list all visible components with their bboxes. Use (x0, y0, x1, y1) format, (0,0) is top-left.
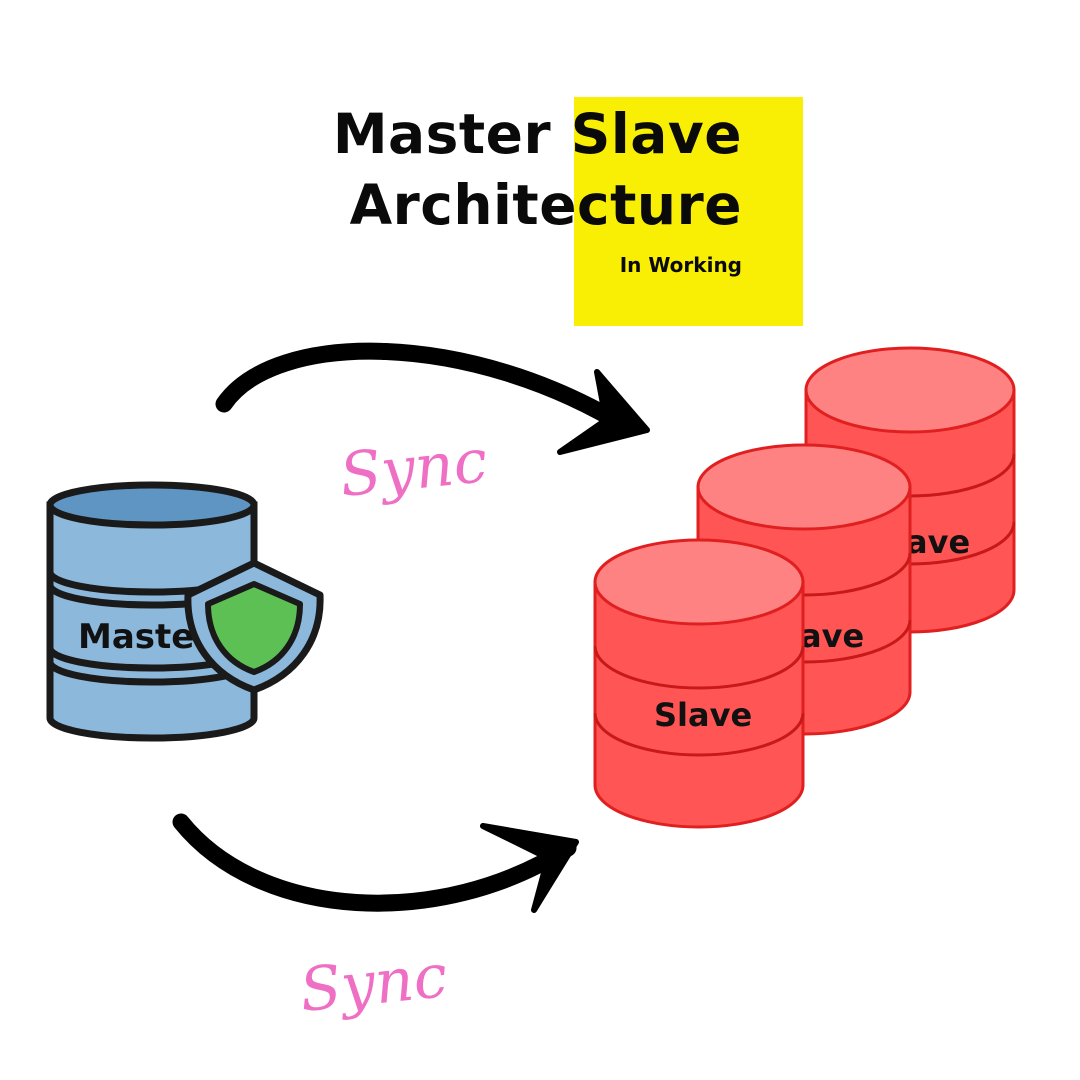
title-line-2-highlight: cture (577, 173, 742, 237)
curved-arrow-icon (172, 813, 579, 913)
title-highlight-box (574, 97, 803, 326)
sync-label-bottom: Sync (297, 941, 451, 1026)
title-line-1-highlight: Slave (570, 102, 742, 166)
slave-label-middle: ave (800, 617, 864, 655)
title-line-2-prefix: Archite (349, 173, 578, 237)
title-line-2: Architecture (350, 178, 742, 233)
slave-label-back: ave (906, 523, 970, 561)
shield-icon (184, 559, 324, 694)
slave-label-front: Slave (654, 696, 752, 734)
curved-arrow-icon (215, 342, 650, 455)
master-database-icon: Master (46, 481, 258, 742)
slave-database-icon: Slave (593, 538, 805, 829)
title-line-1: Master Slave (333, 107, 742, 162)
title-line-1-prefix: Master (332, 102, 571, 166)
subtitle: In Working (619, 253, 742, 277)
sync-label-top: Sync (337, 426, 491, 511)
